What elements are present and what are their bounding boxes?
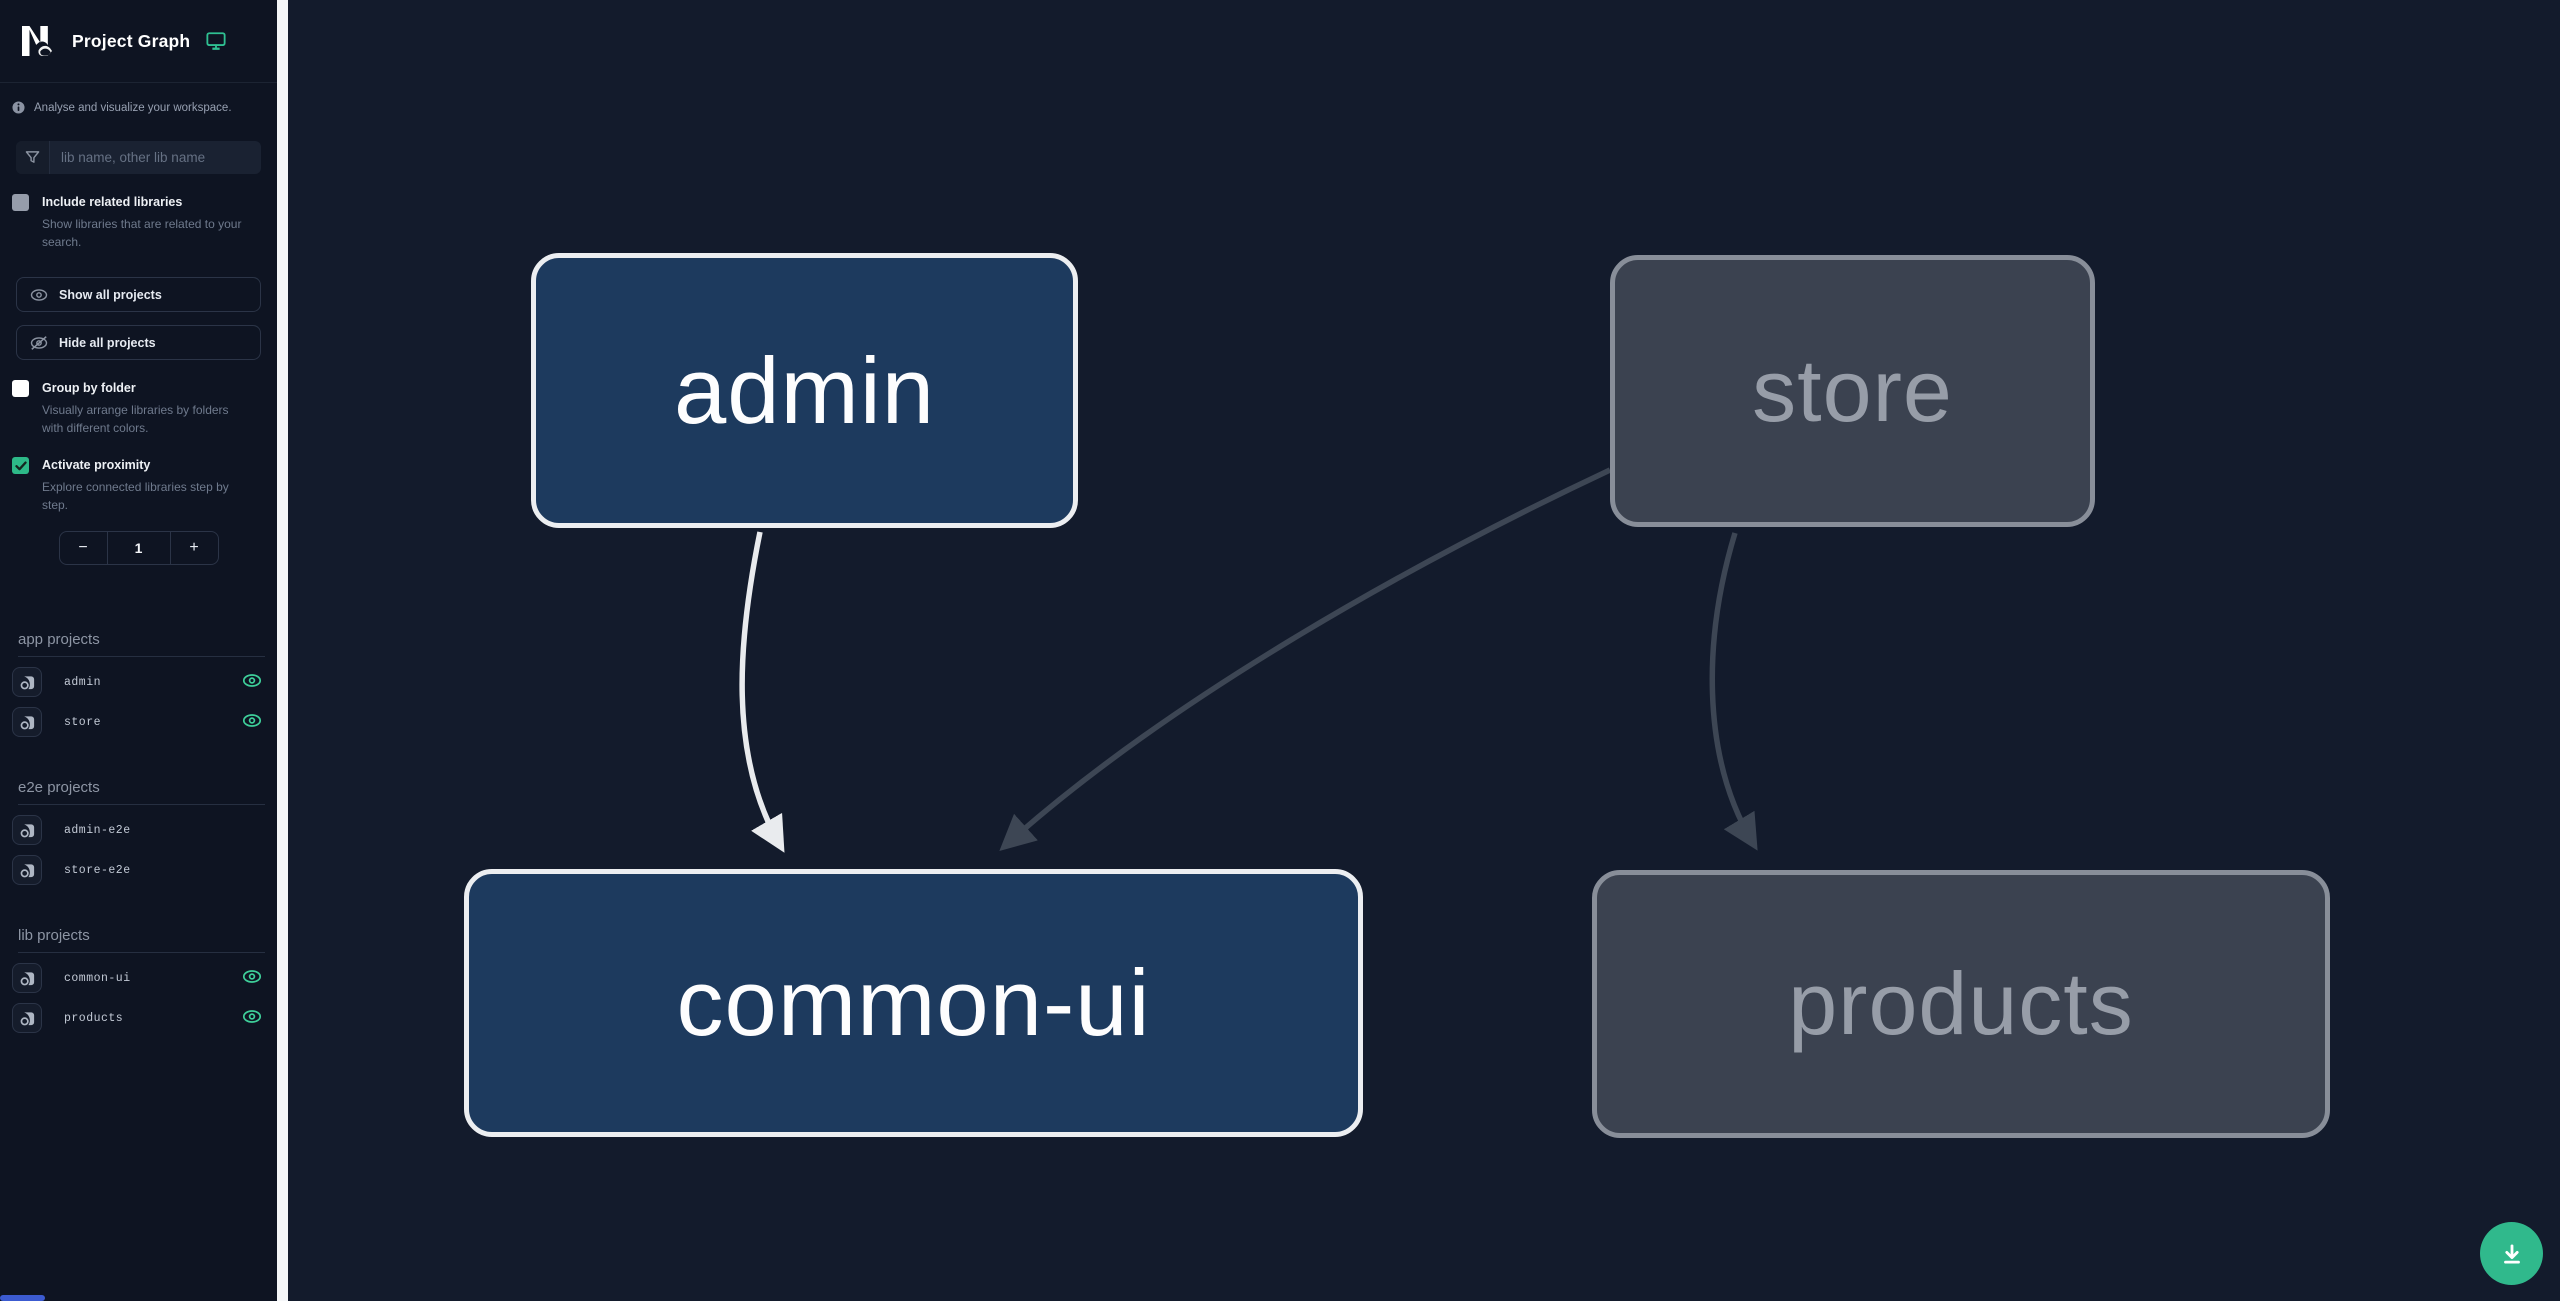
- project-name: common-ui: [64, 971, 131, 985]
- include-related-option: Include related libraries Show libraries…: [12, 193, 265, 251]
- sidebar-canvas-divider: [277, 0, 288, 1301]
- project-row-admin: admin: [12, 667, 265, 698]
- filter-icon: [16, 141, 50, 174]
- node-label: admin: [673, 337, 936, 443]
- show-all-projects-label: Show all projects: [59, 287, 162, 302]
- node-label: products: [1788, 954, 2134, 1053]
- focus-project-button[interactable]: [12, 1003, 42, 1034]
- check-icon: [14, 461, 27, 470]
- project-row-common-ui: common-ui: [12, 963, 265, 994]
- focus-project-button[interactable]: [12, 963, 42, 994]
- activate-proximity-option: Activate proximity Explore connected lib…: [12, 456, 265, 514]
- monitor-icon[interactable]: [205, 31, 227, 51]
- project-group-app: app projects admin: [12, 631, 265, 738]
- nx-logo-icon: [22, 26, 52, 56]
- edge-admin-to-common-ui: [739, 531, 785, 853]
- project-group-header: app projects: [18, 631, 265, 658]
- node-label: common-ui: [676, 950, 1151, 1055]
- include-related-desc: Show libraries that are related to your …: [42, 217, 242, 249]
- focus-project-icon: [20, 715, 34, 729]
- workspace-tagline: Analyse and visualize your workspace.: [12, 101, 265, 114]
- node-label: store: [1752, 341, 1953, 440]
- proximity-decrement-button[interactable]: −: [60, 532, 108, 565]
- show-all-projects-button[interactable]: Show all projects: [16, 277, 261, 313]
- proximity-stepper: − 1 +: [58, 531, 219, 566]
- page-title: Project Graph: [72, 30, 191, 51]
- group-by-folder-checkbox[interactable]: [12, 380, 29, 398]
- graph-canvas[interactable]: admin store common-ui products: [288, 0, 2560, 1301]
- toggle-visibility-eye-icon[interactable]: [242, 968, 262, 988]
- search-box: [16, 141, 261, 174]
- info-icon: [12, 101, 25, 114]
- focus-project-icon: [20, 1011, 34, 1025]
- focus-project-icon: [20, 971, 34, 985]
- proximity-increment-button[interactable]: +: [169, 532, 218, 565]
- focus-project-icon: [20, 863, 34, 877]
- project-name: store: [64, 715, 102, 729]
- project-group-lib: lib projects common-ui: [12, 927, 265, 1034]
- eye-slash-icon: [30, 335, 48, 350]
- download-image-button[interactable]: [2480, 1222, 2543, 1285]
- proximity-value[interactable]: 1: [134, 540, 143, 557]
- edge-store-to-common-ui: [999, 467, 1612, 851]
- edge-store-to-products: [1709, 532, 1758, 851]
- horizontal-scrollbar-thumb[interactable]: [0, 1295, 45, 1301]
- project-row-products: products: [12, 1003, 265, 1034]
- sidebar-header: Project Graph: [0, 0, 277, 83]
- focus-project-button[interactable]: [12, 855, 42, 886]
- hide-all-projects-label: Hide all projects: [59, 335, 156, 350]
- focus-project-button[interactable]: [12, 707, 42, 738]
- project-row-admin-e2e: admin-e2e: [12, 815, 265, 846]
- project-row-store-e2e: store-e2e: [12, 855, 265, 886]
- group-by-folder-desc: Visually arrange libraries by folders wi…: [42, 403, 229, 435]
- sidebar: Project Graph Analyse and visualize your…: [0, 0, 277, 1301]
- project-group-header: e2e projects: [18, 779, 265, 806]
- activate-proximity-desc: Explore connected libraries step by step…: [42, 480, 229, 512]
- include-related-checkbox[interactable]: [12, 194, 29, 211]
- focus-project-button[interactable]: [12, 667, 42, 698]
- project-row-store: store: [12, 707, 265, 738]
- hide-all-projects-button[interactable]: Hide all projects: [16, 325, 261, 361]
- graph-edges: [739, 467, 1758, 853]
- project-name: admin-e2e: [64, 823, 131, 837]
- tagline-text: Analyse and visualize your workspace.: [34, 101, 232, 114]
- group-by-folder-option: Group by folder Visually arrange librari…: [12, 379, 265, 437]
- download-icon: [2503, 1243, 2520, 1264]
- focus-project-icon: [20, 823, 34, 837]
- graph-node-common-ui[interactable]: common-ui: [464, 869, 1363, 1137]
- focus-project-icon: [20, 675, 34, 689]
- activate-proximity-checkbox[interactable]: [12, 457, 29, 475]
- search-input[interactable]: [50, 141, 261, 174]
- toggle-visibility-eye-icon[interactable]: [242, 672, 262, 692]
- graph-node-products[interactable]: products: [1592, 870, 2330, 1138]
- graph-node-store[interactable]: store: [1610, 255, 2095, 527]
- eye-icon: [30, 288, 48, 301]
- project-name: admin: [64, 675, 102, 689]
- project-name: store-e2e: [64, 863, 131, 877]
- toggle-visibility-eye-icon[interactable]: [242, 712, 262, 732]
- group-by-folder-label: Group by folder: [42, 381, 136, 396]
- toggle-visibility-eye-icon[interactable]: [242, 1008, 262, 1028]
- activate-proximity-label: Activate proximity: [42, 458, 151, 473]
- focus-project-button[interactable]: [12, 815, 42, 846]
- project-group-e2e: e2e projects admin-e2e store-e2e: [12, 779, 265, 886]
- project-name: products: [64, 1011, 124, 1025]
- project-group-header: lib projects: [18, 927, 265, 954]
- include-related-label: Include related libraries: [42, 195, 183, 209]
- graph-node-admin[interactable]: admin: [531, 253, 1078, 528]
